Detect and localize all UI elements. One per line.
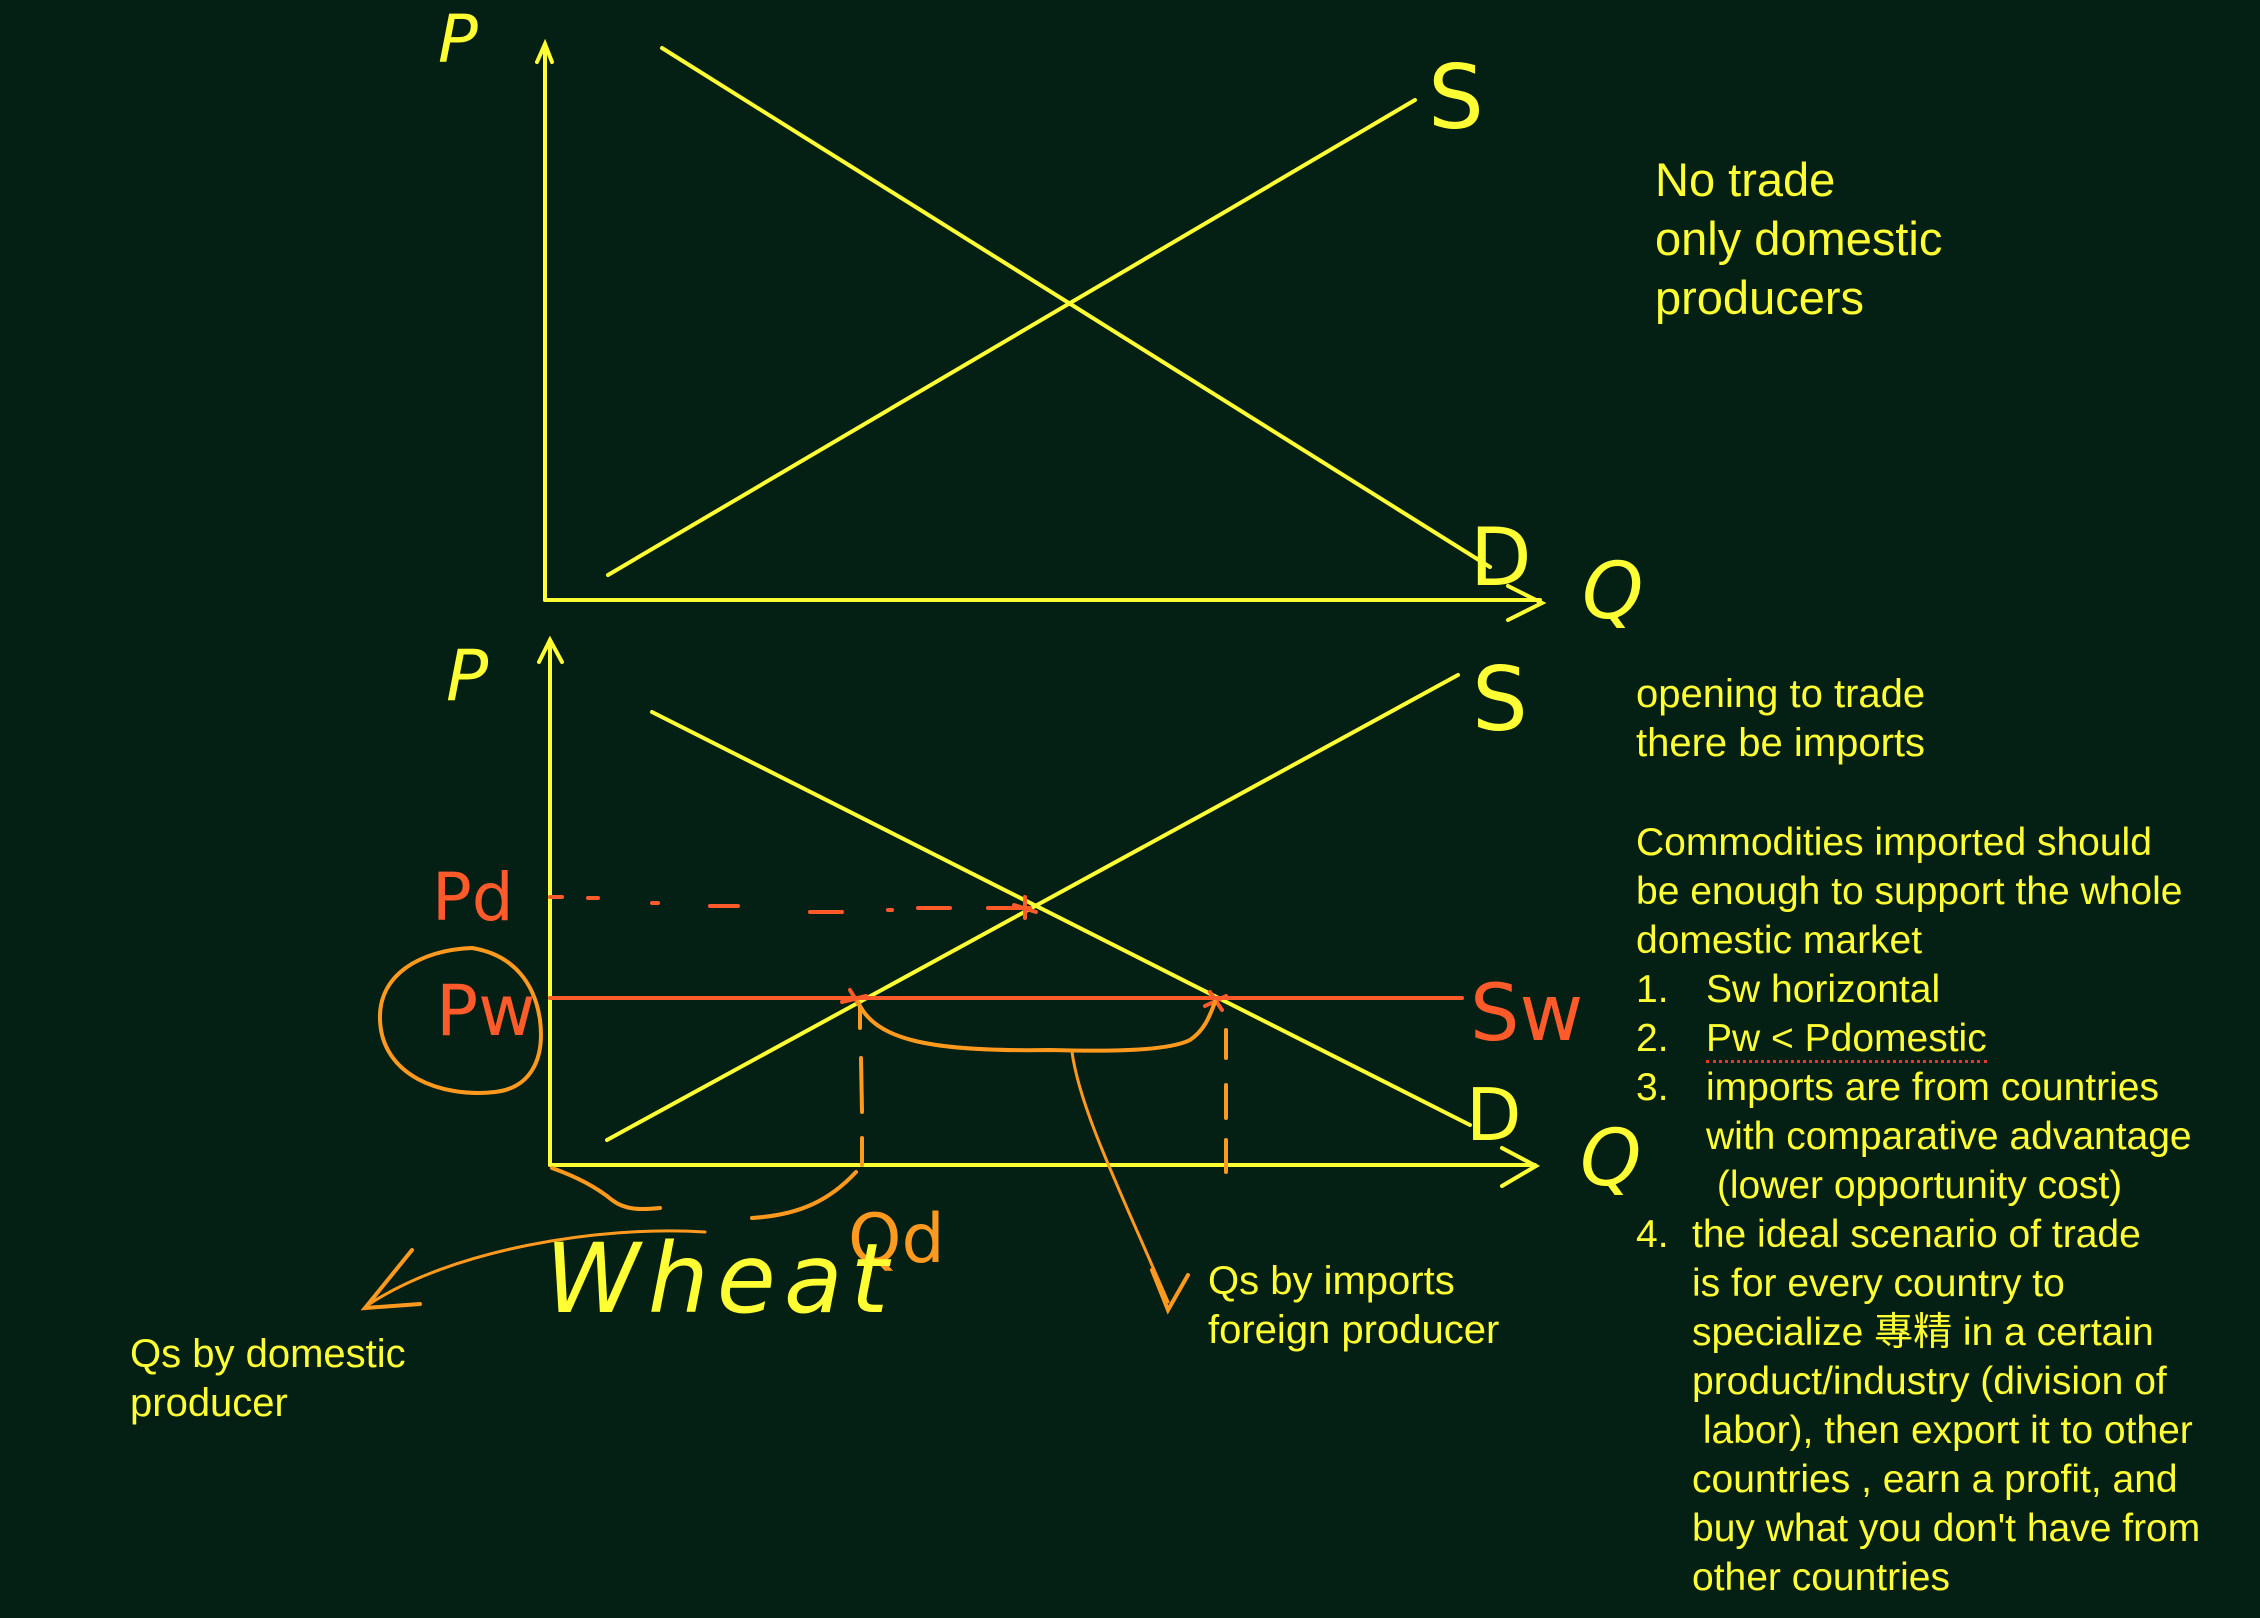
note-intro-line: Commodities imported should (1636, 821, 2152, 864)
list-text: buy what you don't have from (1692, 1507, 2201, 1550)
graph-open-trade (360, 635, 1541, 1315)
graph-no-trade (535, 38, 1547, 622)
domestic-price-label: Pd (432, 859, 514, 936)
top-q-axis-arrowhead (1506, 584, 1547, 622)
note-line: there be imports (1636, 721, 1926, 765)
list-number: 3. (1636, 1066, 1669, 1109)
caption-line: producer (130, 1381, 288, 1425)
imports-arrowhead (1150, 1268, 1190, 1315)
domestic-arrowhead (360, 1248, 422, 1311)
list-text: (lower opportunity cost) (1706, 1164, 2123, 1207)
equilibrium-mark (1012, 895, 1038, 920)
note-intro-line: domestic market (1636, 919, 1923, 962)
bottom-demand-label: D (1466, 1073, 1521, 1157)
imports-brace (856, 1000, 1217, 1053)
list-item: 1. Sw horizontal (1636, 965, 2256, 1014)
domestic-pointer (366, 1229, 707, 1307)
note-intro-line: be enough to support the whole (1636, 870, 2183, 913)
note-line: only domestic (1655, 212, 1943, 265)
caption-domestic-supply: Qs by domestic producer (130, 1330, 406, 1428)
top-supply-label: S (1428, 46, 1484, 149)
list-text: with comparative advantage (1706, 1115, 2192, 1158)
list-text: labor), then export it to other (1692, 1409, 2193, 1452)
list-number: 1. (1636, 968, 1669, 1011)
bottom-supply-label: S (1472, 648, 1528, 751)
qd-label: Qd (848, 1200, 945, 1279)
qs-drop-line (858, 1006, 864, 1167)
list-number: 2. (1636, 1017, 1669, 1060)
top-q-axis-label: Q (1582, 547, 1643, 637)
note-opening-trade: opening to trade there be imports (1636, 670, 1925, 768)
top-p-axis-label: P (438, 1, 478, 78)
bottom-q-axis-arrowhead (1500, 1146, 1541, 1188)
bottom-demand-curve (650, 710, 1472, 1127)
list-text: the ideal scenario of trade (1692, 1213, 2141, 1256)
list-text: is for every country to (1692, 1262, 2065, 1305)
list-text: product/industry (division of (1692, 1360, 2167, 1403)
top-demand-label: D (1470, 511, 1532, 604)
top-supply-curve (606, 98, 1417, 577)
bottom-supply-curve (605, 673, 1460, 1142)
note-no-trade: No trade only domestic producers (1655, 150, 1942, 327)
list-item: 4. the ideal scenario of trade is for ev… (1636, 1210, 2256, 1602)
list-text: specialize 專精 in a certain (1692, 1311, 2154, 1354)
list-text: countries , earn a profit, and (1692, 1458, 2178, 1501)
list-item: 2. Pw < Pdomestic (1636, 1014, 2256, 1063)
note-line: No trade (1655, 153, 1836, 206)
pw-circle (377, 946, 543, 1095)
world-supply-label: Sw (1470, 969, 1583, 1059)
world-price-label: Pw (436, 970, 535, 1052)
caption-line: Qs by domestic (130, 1332, 406, 1376)
wheat-label: Wheat (545, 1223, 896, 1335)
caption-line: foreign producer (1208, 1308, 1500, 1352)
list-text: Pw < Pdomestic (1706, 1014, 1987, 1063)
caption-line: Qs by imports (1208, 1259, 1455, 1303)
note-line: opening to trade (1636, 672, 1926, 716)
bottom-p-axis-arrowhead (537, 635, 564, 664)
list-text: Sw horizontal (1706, 968, 1941, 1011)
list-text: imports are from countries (1706, 1066, 2159, 1109)
top-p-axis-arrowhead (535, 38, 554, 64)
domestic-price-guide (548, 895, 1032, 914)
spellcheck-underlined-text: Pw < Pdomestic (1706, 1017, 1987, 1063)
domestic-brace (550, 1166, 858, 1220)
bottom-p-axis-label: P (446, 635, 489, 717)
list-text: other countries (1692, 1556, 1950, 1599)
imports-pointer (1070, 1050, 1170, 1304)
note-line: producers (1655, 271, 1864, 324)
top-demand-curve (660, 46, 1492, 569)
note-trade-points: Commodities imported should be enough to… (1636, 818, 2256, 1602)
caption-imports: Qs by imports foreign producer (1208, 1257, 1499, 1355)
list-number: 4. (1636, 1213, 1669, 1256)
bottom-q-axis-label: Q (1580, 1114, 1641, 1204)
list-item: 3. imports are from countries with compa… (1636, 1063, 2256, 1210)
